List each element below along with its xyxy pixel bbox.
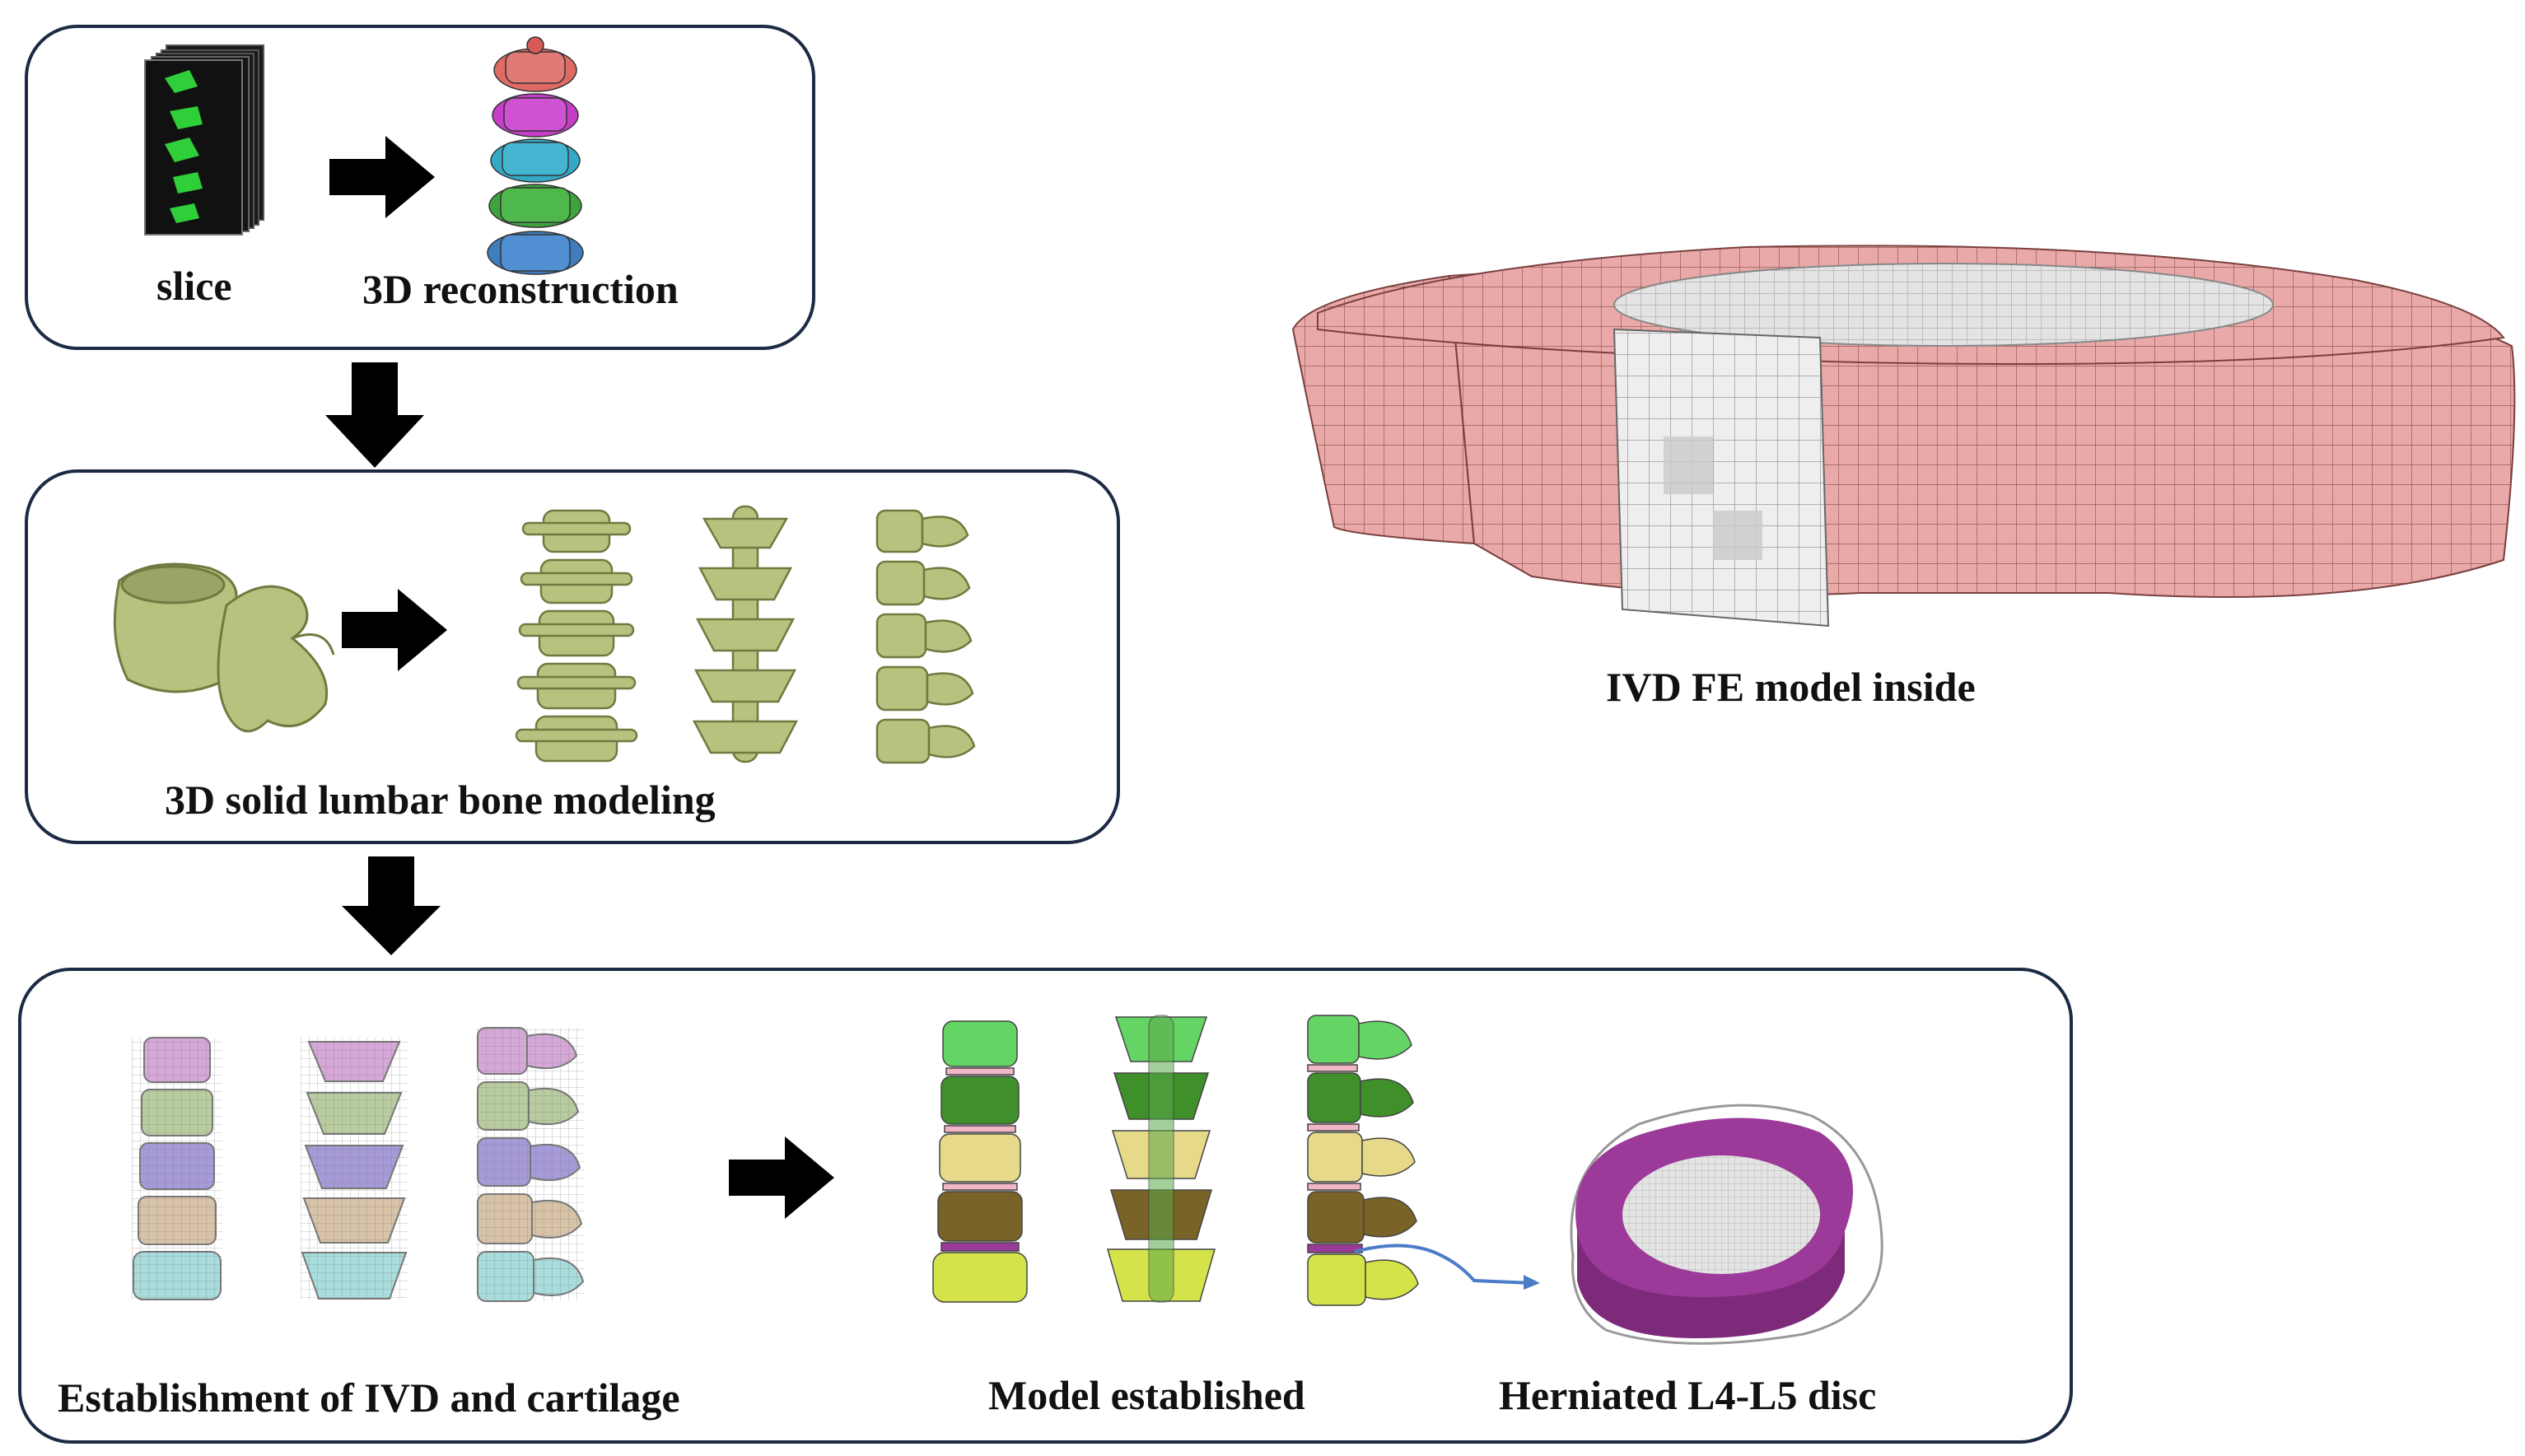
label-slice: slice (156, 263, 232, 309)
established-model-anterior-view (932, 1020, 1028, 1303)
meshed-spine-lateral-view (476, 1027, 585, 1302)
meshed-spine-posterior-view (301, 1038, 408, 1300)
label-3d-solid-lumbar-bone-modeling: 3D solid lumbar bone modeling (165, 777, 716, 823)
herniated-disc-image (1570, 1104, 1883, 1345)
lumbar-spine-posterior-view (692, 505, 799, 763)
lumbar-spine-lateral-view (875, 509, 976, 764)
label-3d-reconstruction: 3D reconstruction (362, 266, 679, 312)
down-arrow-icon-2 (342, 856, 441, 955)
herniation-pointer-arrow (1354, 1244, 1540, 1290)
ct-slice-stack-image (144, 44, 264, 236)
single-vertebra-solid-image (113, 562, 335, 733)
right-arrow-icon (329, 136, 435, 218)
down-arrow-icon (325, 362, 424, 468)
colored-vertebra-column (487, 36, 584, 275)
established-model-posterior-view (1107, 1015, 1216, 1303)
ct-slices (144, 44, 264, 236)
right-arrow-icon-3 (729, 1136, 834, 1219)
established-model-lateral-view (1307, 1015, 1419, 1306)
meshed-spine-anterior-view (132, 1037, 222, 1300)
ivd-fe-model-image (1291, 245, 2516, 628)
label-herniated-l4-l5-disc: Herniated L4-L5 disc (1499, 1372, 1877, 1418)
label-model-established: Model established (988, 1372, 1305, 1418)
right-arrow-icon-2 (342, 589, 447, 671)
lumbar-spine-anterior-view (515, 509, 638, 763)
label-establishment-ivd-cartilage: Establishment of IVD and cartilage (58, 1374, 680, 1421)
vertebrae-3d-reconstruction-image (487, 36, 584, 275)
label-ivd-fe-model-inside: IVD FE model inside (1606, 664, 1976, 710)
